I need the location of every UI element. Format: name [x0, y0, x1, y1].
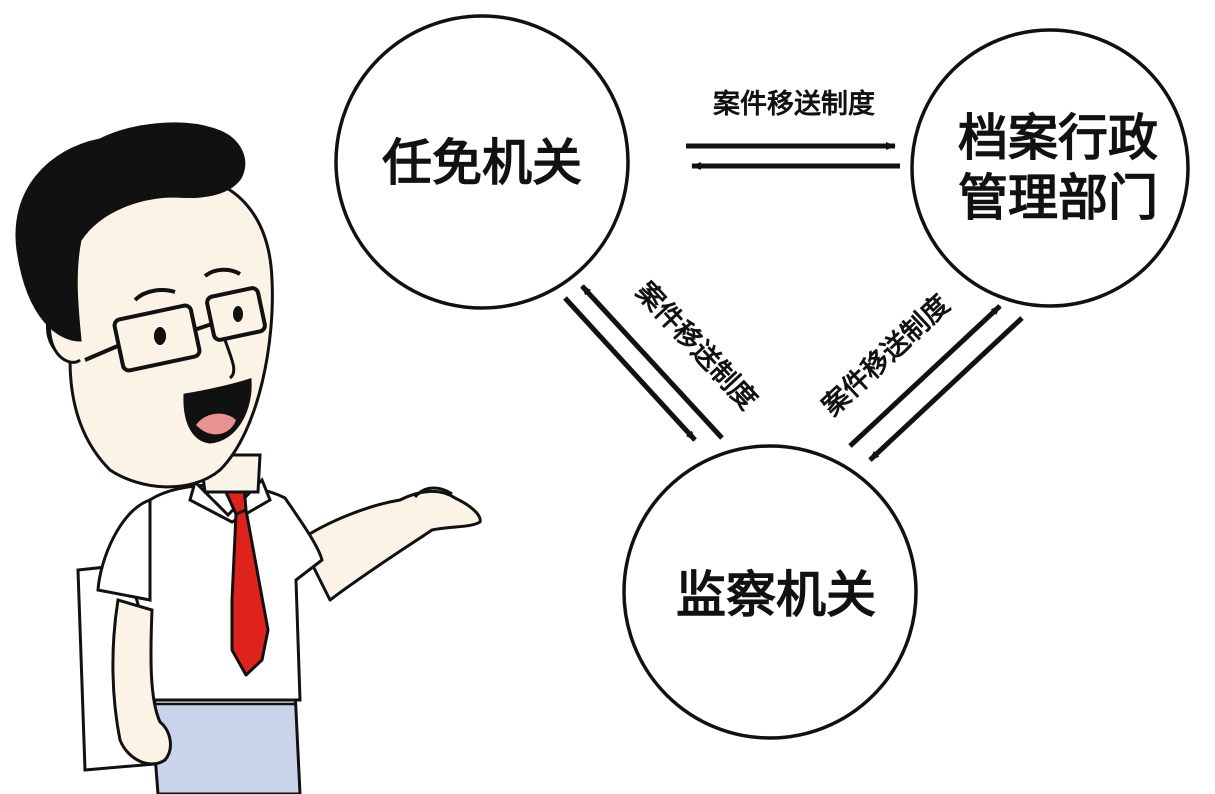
- node-appointing-label: 任免机关: [382, 133, 582, 192]
- arrow-to-archives-diag: [848, 304, 1002, 448]
- arrow-to-appointing-diag: [580, 284, 724, 440]
- node-appointing: 任免机关: [334, 14, 630, 310]
- presenter-hair: [15, 122, 246, 342]
- edge-appointing-supervision: 案件移送制度: [563, 275, 764, 442]
- arrow-to-supervision-left: [563, 296, 697, 442]
- shirt-collar: [188, 477, 272, 524]
- arrow-to-supervision-right: [868, 316, 1024, 462]
- edge-archives-supervision: 案件移送制度: [815, 288, 1024, 462]
- node-archives: 档案行政 管理部门: [910, 28, 1190, 308]
- presenter-arm: [298, 486, 482, 602]
- presenter-illustration: [15, 122, 482, 794]
- node-archives-label-line1: 档案行政: [958, 108, 1158, 167]
- node-archives-label-line2: 管理部门: [958, 168, 1158, 227]
- node-supervision: 监察机关: [622, 444, 918, 740]
- edge-appointing-archives: 案件移送制度: [686, 88, 900, 170]
- glasses: [84, 286, 267, 373]
- edge-label-right: 案件移送制度: [815, 288, 956, 423]
- edge-label-left: 案件移送制度: [629, 275, 764, 416]
- edge-label-top: 案件移送制度: [712, 88, 875, 120]
- trousers: [148, 688, 302, 794]
- node-supervision-label: 监察机关: [676, 565, 876, 624]
